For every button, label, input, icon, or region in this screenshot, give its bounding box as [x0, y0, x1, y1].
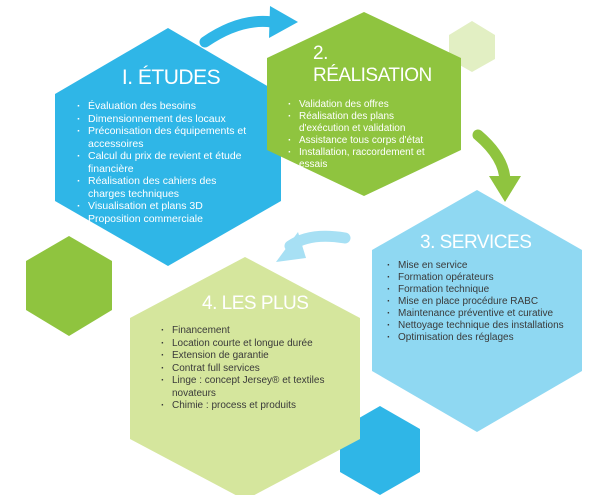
list-item: Dimensionnement des locaux	[76, 113, 252, 126]
list-item: Formation opérateurs	[386, 272, 566, 284]
list-item: Linge : concept Jersey® et textiles nova…	[160, 375, 350, 400]
list-item: Calcul du prix de revient et étude finan…	[76, 150, 252, 175]
list-item: Préconisation des équipements et accesso…	[76, 125, 252, 150]
services-title: 3. SERVICES	[420, 232, 532, 253]
list-item: Visualisation et plans 3D	[76, 200, 252, 213]
etudes-title: I. ÉTUDES	[121, 66, 221, 89]
panel-services: 3. SERVICES Mise en service Formation op…	[386, 232, 566, 344]
list-item: Réalisation des plans d'exécution et val…	[287, 111, 447, 135]
list-item: Nettoyage technique des installations	[386, 320, 566, 332]
list-item: Réalisation des cahiers des charges tech…	[76, 175, 252, 200]
list-item: Contrat full services	[160, 363, 350, 376]
list-item: Mise en service	[386, 260, 566, 272]
list-item: Installation, raccordement et essais	[287, 147, 447, 171]
list-item: Validation des offres	[287, 99, 447, 111]
list-item: Formation technique	[386, 284, 566, 296]
list-item: Maintenance préventive et curative	[386, 308, 566, 320]
list-item: Optimisation des réglages	[386, 332, 566, 344]
panel-realisation: 2. RÉALISATION Validation des offres Réa…	[287, 43, 447, 171]
les-plus-title: 4. LES PLUS	[202, 293, 309, 314]
list-item: Assistance tous corps d'état	[287, 135, 447, 147]
list-item: Extension de garantie	[160, 350, 350, 363]
arrow-services-to-plus-icon	[276, 230, 351, 262]
arrow-realisation-to-services-icon	[472, 129, 521, 202]
list-item: Évaluation des besoins	[76, 100, 252, 113]
list-item: Location courte et longue durée	[160, 338, 350, 351]
realisation-list: Validation des offres Réalisation des pl…	[287, 99, 447, 171]
list-item: Chimie : process et produits	[160, 400, 350, 413]
list-item: Financement	[160, 325, 350, 338]
realisation-title: 2. RÉALISATION	[313, 43, 432, 86]
decor-hexagon-green-left	[26, 236, 112, 336]
les-plus-list: Financement Location courte et longue du…	[160, 325, 350, 413]
arrow-etudes-to-realisation-icon	[199, 6, 298, 48]
services-list: Mise en service Formation opérateurs For…	[386, 260, 566, 344]
list-item: Proposition commerciale	[76, 213, 252, 226]
list-item: Mise en place procédure RABC	[386, 296, 566, 308]
etudes-list: Évaluation des besoins Dimensionnement d…	[76, 100, 252, 225]
panel-etudes: I. ÉTUDES Évaluation des besoins Dimensi…	[76, 66, 252, 225]
panel-les-plus: 4. LES PLUS Financement Location courte …	[160, 293, 350, 413]
